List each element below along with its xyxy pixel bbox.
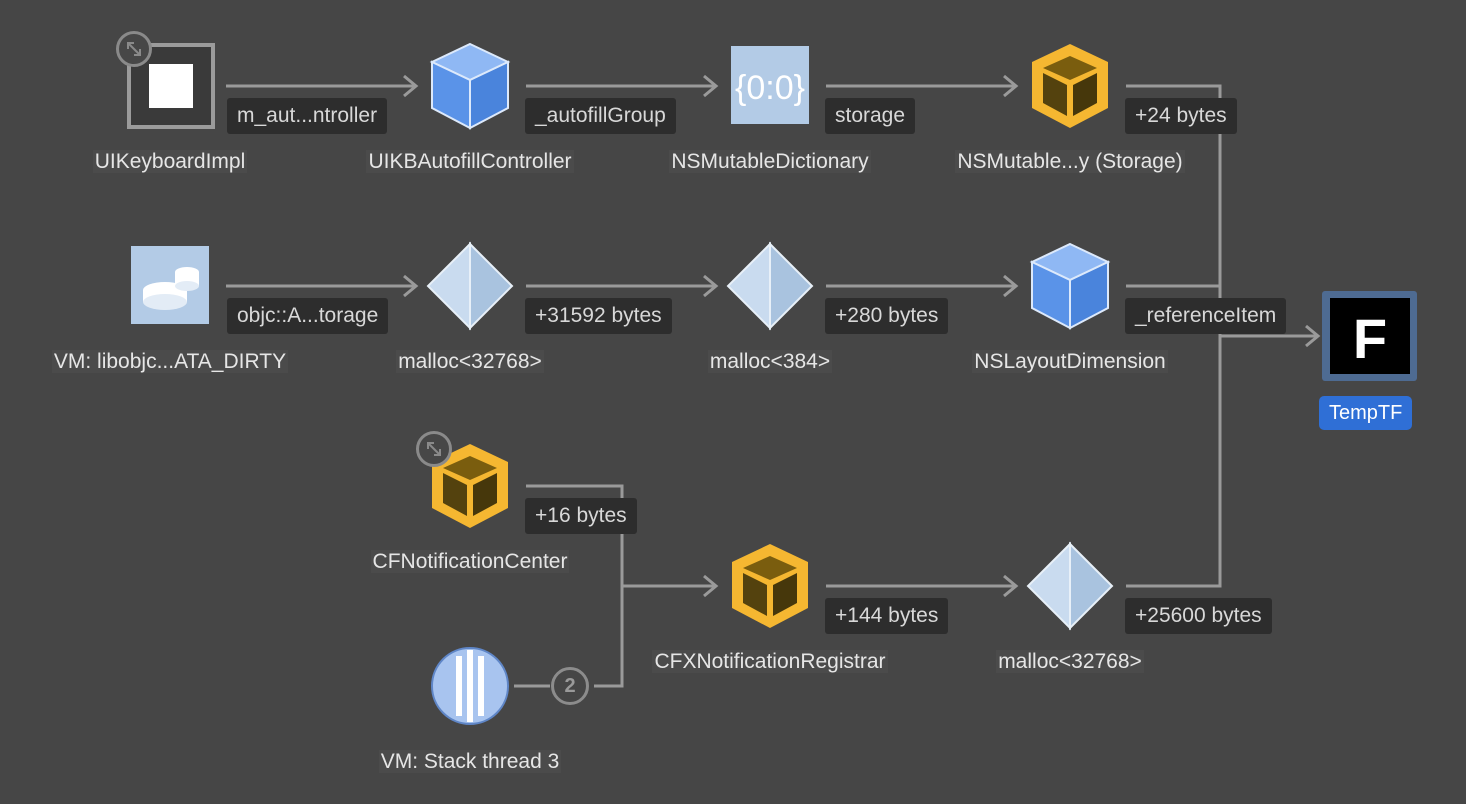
edge-label[interactable]: storage <box>825 98 916 134</box>
dictionary-icon[interactable]: {0:0} <box>731 46 809 124</box>
reference-count-badge[interactable]: 2 <box>551 667 589 705</box>
edge-arrow <box>703 74 719 98</box>
node-label[interactable]: UIKBAutofillController <box>320 149 620 175</box>
node-label[interactable]: malloc<384> <box>620 349 920 375</box>
edge-arrow <box>1003 574 1019 598</box>
edge-label[interactable]: +31592 bytes <box>525 298 672 334</box>
node-label-text: malloc<32768> <box>996 650 1144 673</box>
node-label[interactable]: NSMutable...y (Storage) <box>920 149 1220 175</box>
edge-arrow <box>703 574 719 598</box>
dictionary-glyph: {0:0} <box>735 69 805 107</box>
edge-label[interactable]: +144 bytes <box>825 598 949 634</box>
edge-label[interactable]: _referenceItem <box>1125 298 1287 334</box>
stack-thread-icon[interactable] <box>431 647 509 725</box>
pyramid-icon[interactable] <box>727 243 813 329</box>
edges <box>226 74 1321 688</box>
expand-icon[interactable] <box>116 31 152 67</box>
node-label[interactable]: NSLayoutDimension <box>920 349 1220 375</box>
edge-arrow <box>1305 324 1321 348</box>
edge-line[interactable] <box>1126 336 1222 588</box>
yellow-cube-icon[interactable] <box>1032 44 1108 128</box>
text-field-glyph: F <box>1353 307 1387 370</box>
node-label[interactable]: UIKeyboardImpl <box>20 149 320 175</box>
node-label-text: malloc<32768> <box>396 350 544 373</box>
edge-label[interactable]: objc::A...torage <box>227 298 389 334</box>
edge-arrow <box>403 274 419 298</box>
edge-label[interactable]: +16 bytes <box>525 498 637 534</box>
pyramid-icon[interactable] <box>427 243 513 329</box>
yellow-cube-icon[interactable] <box>732 544 808 628</box>
node-label-text: CFXNotificationRegistrar <box>652 650 888 673</box>
node-label[interactable]: NSMutableDictionary <box>620 149 920 175</box>
blue-cube-icon[interactable] <box>431 43 509 129</box>
edge-label[interactable]: +24 bytes <box>1125 98 1237 134</box>
edge-label[interactable]: _autofillGroup <box>525 98 676 134</box>
node-label[interactable]: VM: libobjc...ATA_DIRTY <box>20 349 320 375</box>
blue-cube-icon[interactable] <box>1031 243 1109 329</box>
edge-line[interactable] <box>1126 84 1222 336</box>
disk-region-icon[interactable] <box>131 246 209 324</box>
pyramid-icon[interactable] <box>1027 543 1113 629</box>
node-label[interactable]: malloc<32768> <box>320 349 620 375</box>
edge-arrow <box>1003 274 1019 298</box>
node-label-text: malloc<384> <box>707 350 833 373</box>
node-label-text: VM: libobjc...ATA_DIRTY <box>51 350 289 373</box>
edge-arrow <box>403 74 419 98</box>
node-label-text: NSMutable...y (Storage) <box>955 150 1185 173</box>
selected-node-label[interactable]: TempTF <box>1319 396 1413 430</box>
node-label[interactable]: VM: Stack thread 3 <box>320 749 620 775</box>
node-label-text: CFNotificationCenter <box>370 550 570 573</box>
node-label[interactable]: CFXNotificationRegistrar <box>620 649 920 675</box>
edge-label[interactable]: +280 bytes <box>825 298 949 334</box>
edge-label[interactable]: m_aut...ntroller <box>227 98 388 134</box>
edge-arrow <box>703 274 719 298</box>
node-label-text: VM: Stack thread 3 <box>378 750 562 773</box>
edge-arrow <box>1003 74 1019 98</box>
node-label-text: UIKeyboardImpl <box>92 150 248 173</box>
node-label-text: NSMutableDictionary <box>669 150 871 173</box>
text-field-icon[interactable]: F <box>1322 291 1417 381</box>
node-label[interactable]: CFNotificationCenter <box>320 549 620 575</box>
expand-icon[interactable] <box>416 431 452 467</box>
node-label-text: NSLayoutDimension <box>972 350 1168 373</box>
node-label[interactable]: malloc<32768> <box>920 649 1220 675</box>
edge-label[interactable]: +25600 bytes <box>1125 598 1272 634</box>
node-label-text: UIKBAutofillController <box>366 150 574 173</box>
